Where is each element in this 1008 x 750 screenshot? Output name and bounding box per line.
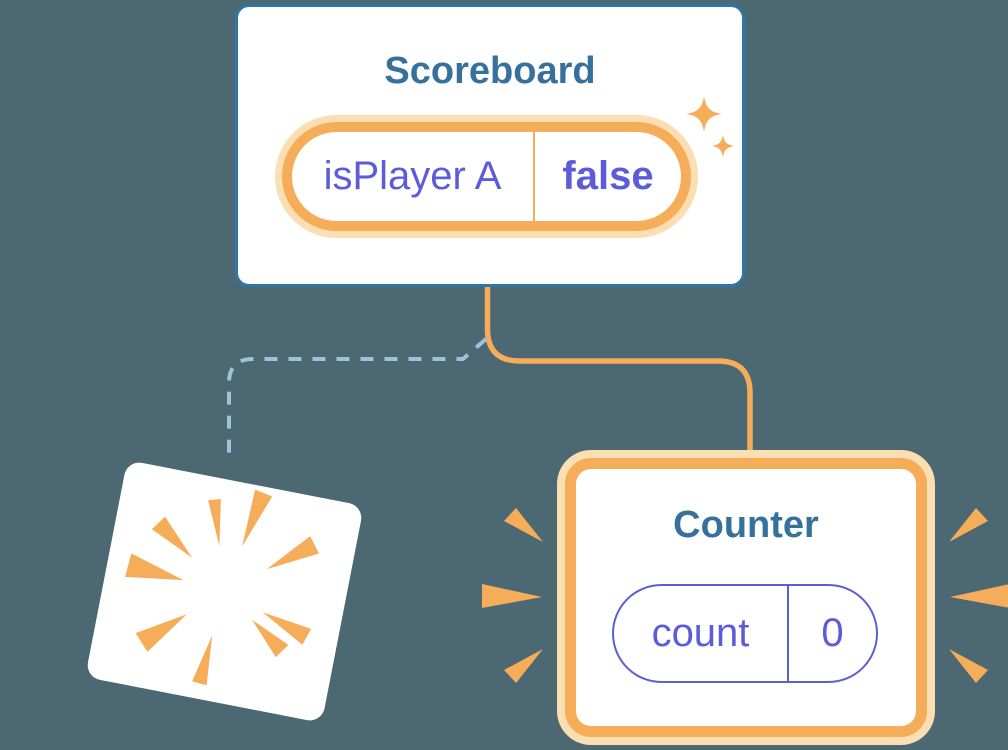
emphasis-marks-right-icon [949, 508, 1008, 683]
state-value: 0 [821, 611, 844, 655]
state-label: isPlayer A [323, 154, 502, 198]
state-value: false [562, 154, 654, 198]
connector-dashed-to-destroyed [227, 337, 488, 458]
connector-solid-to-counter [484, 279, 753, 459]
destroyed-component-card [85, 460, 364, 723]
pill-divider [787, 586, 789, 681]
counter-title: Counter [673, 504, 819, 546]
state-label: count [651, 611, 750, 655]
emphasis-marks-left-icon [482, 508, 543, 683]
scoreboard-state-pill: isPlayer A false [282, 122, 691, 231]
sparkles-icon [686, 96, 735, 158]
scoreboard-title: Scoreboard [384, 50, 596, 92]
burst-explosion-icon [125, 489, 319, 686]
counter-state-pill: count 0 [612, 584, 878, 683]
counter-component-card: Counter count 0 [565, 458, 927, 737]
pill-divider [533, 132, 535, 221]
scoreboard-component-card: Scoreboard isPlayer A false [235, 4, 745, 287]
